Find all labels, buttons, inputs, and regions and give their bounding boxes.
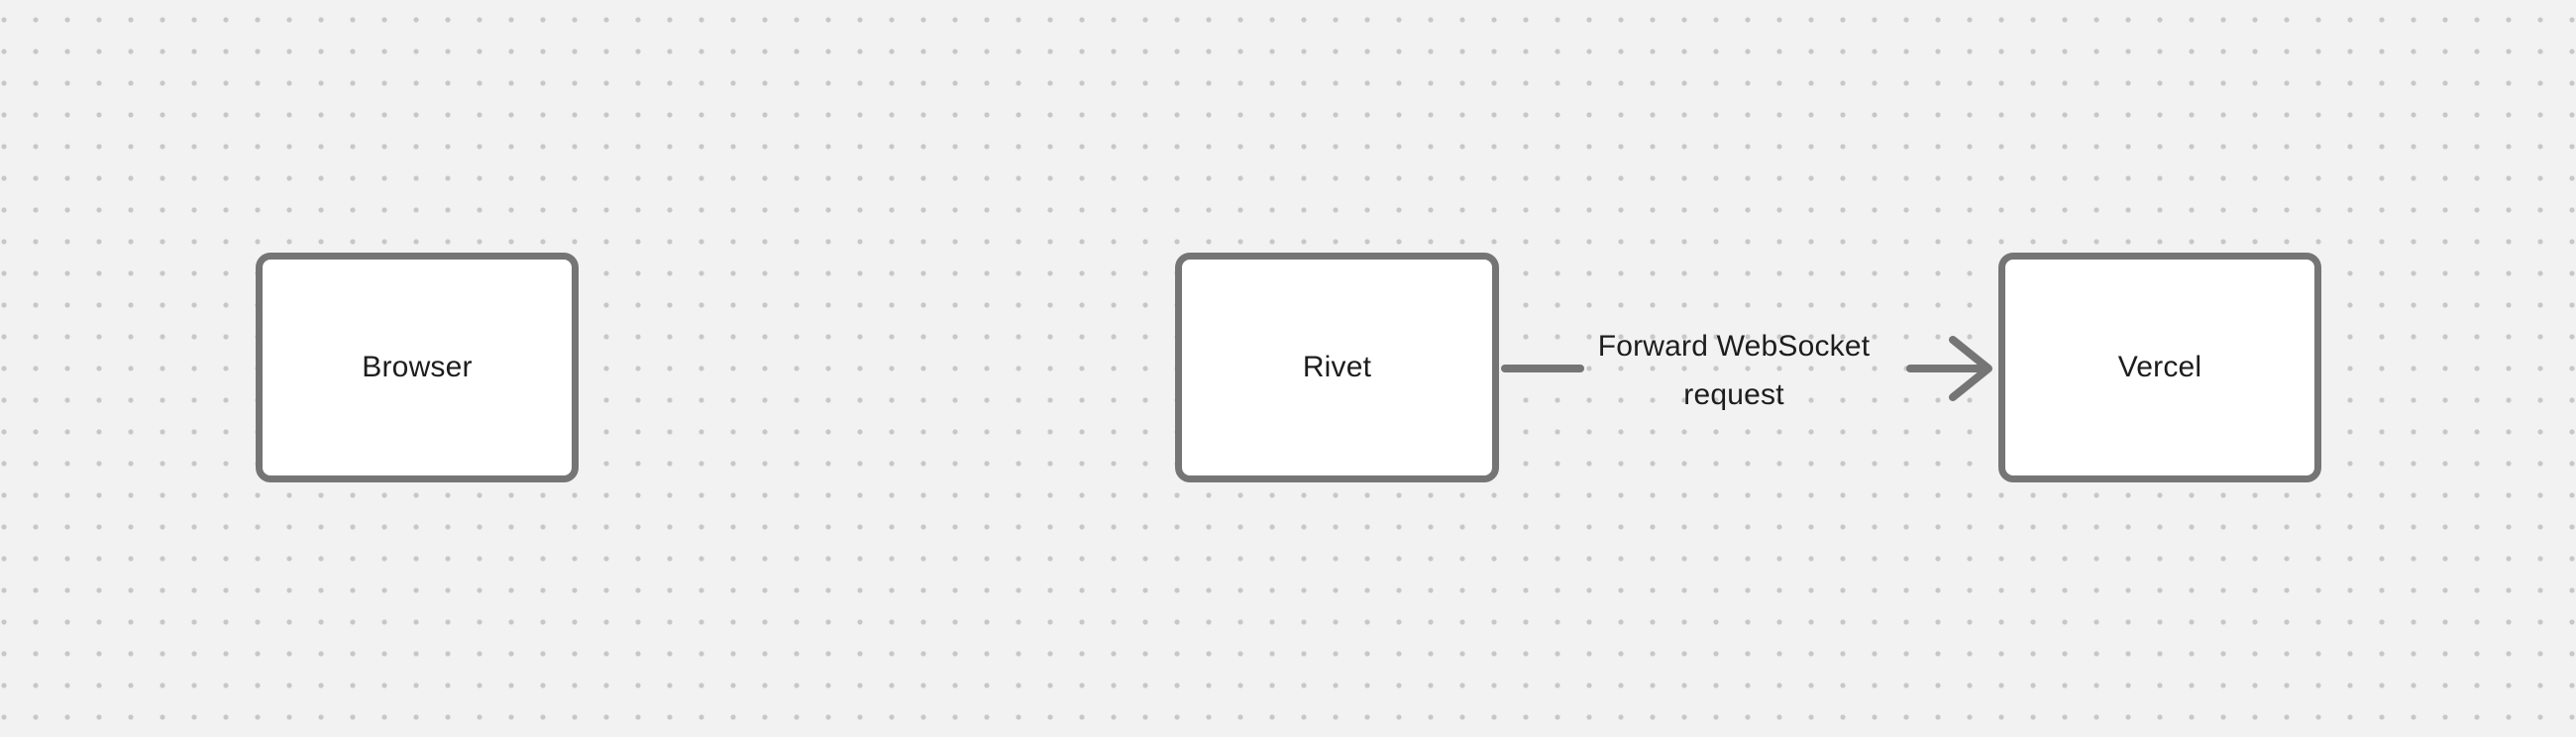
node-browser-label: Browser <box>362 351 473 383</box>
node-vercel[interactable]: Vercel <box>1998 253 2321 482</box>
edge-label-line1: Forward WebSocket <box>1597 330 1871 363</box>
edge-label[interactable]: Forward WebSocket request <box>1575 322 1892 419</box>
node-rivet-label: Rivet <box>1302 351 1372 383</box>
arrowhead-icon <box>1949 336 1992 401</box>
node-rivet[interactable]: Rivet <box>1175 253 1499 482</box>
node-vercel-label: Vercel <box>2117 351 2202 383</box>
node-browser[interactable]: Browser <box>256 253 579 482</box>
edge-label-line2: request <box>1683 378 1784 411</box>
edge-rivet-vercel[interactable] <box>1486 317 2001 420</box>
